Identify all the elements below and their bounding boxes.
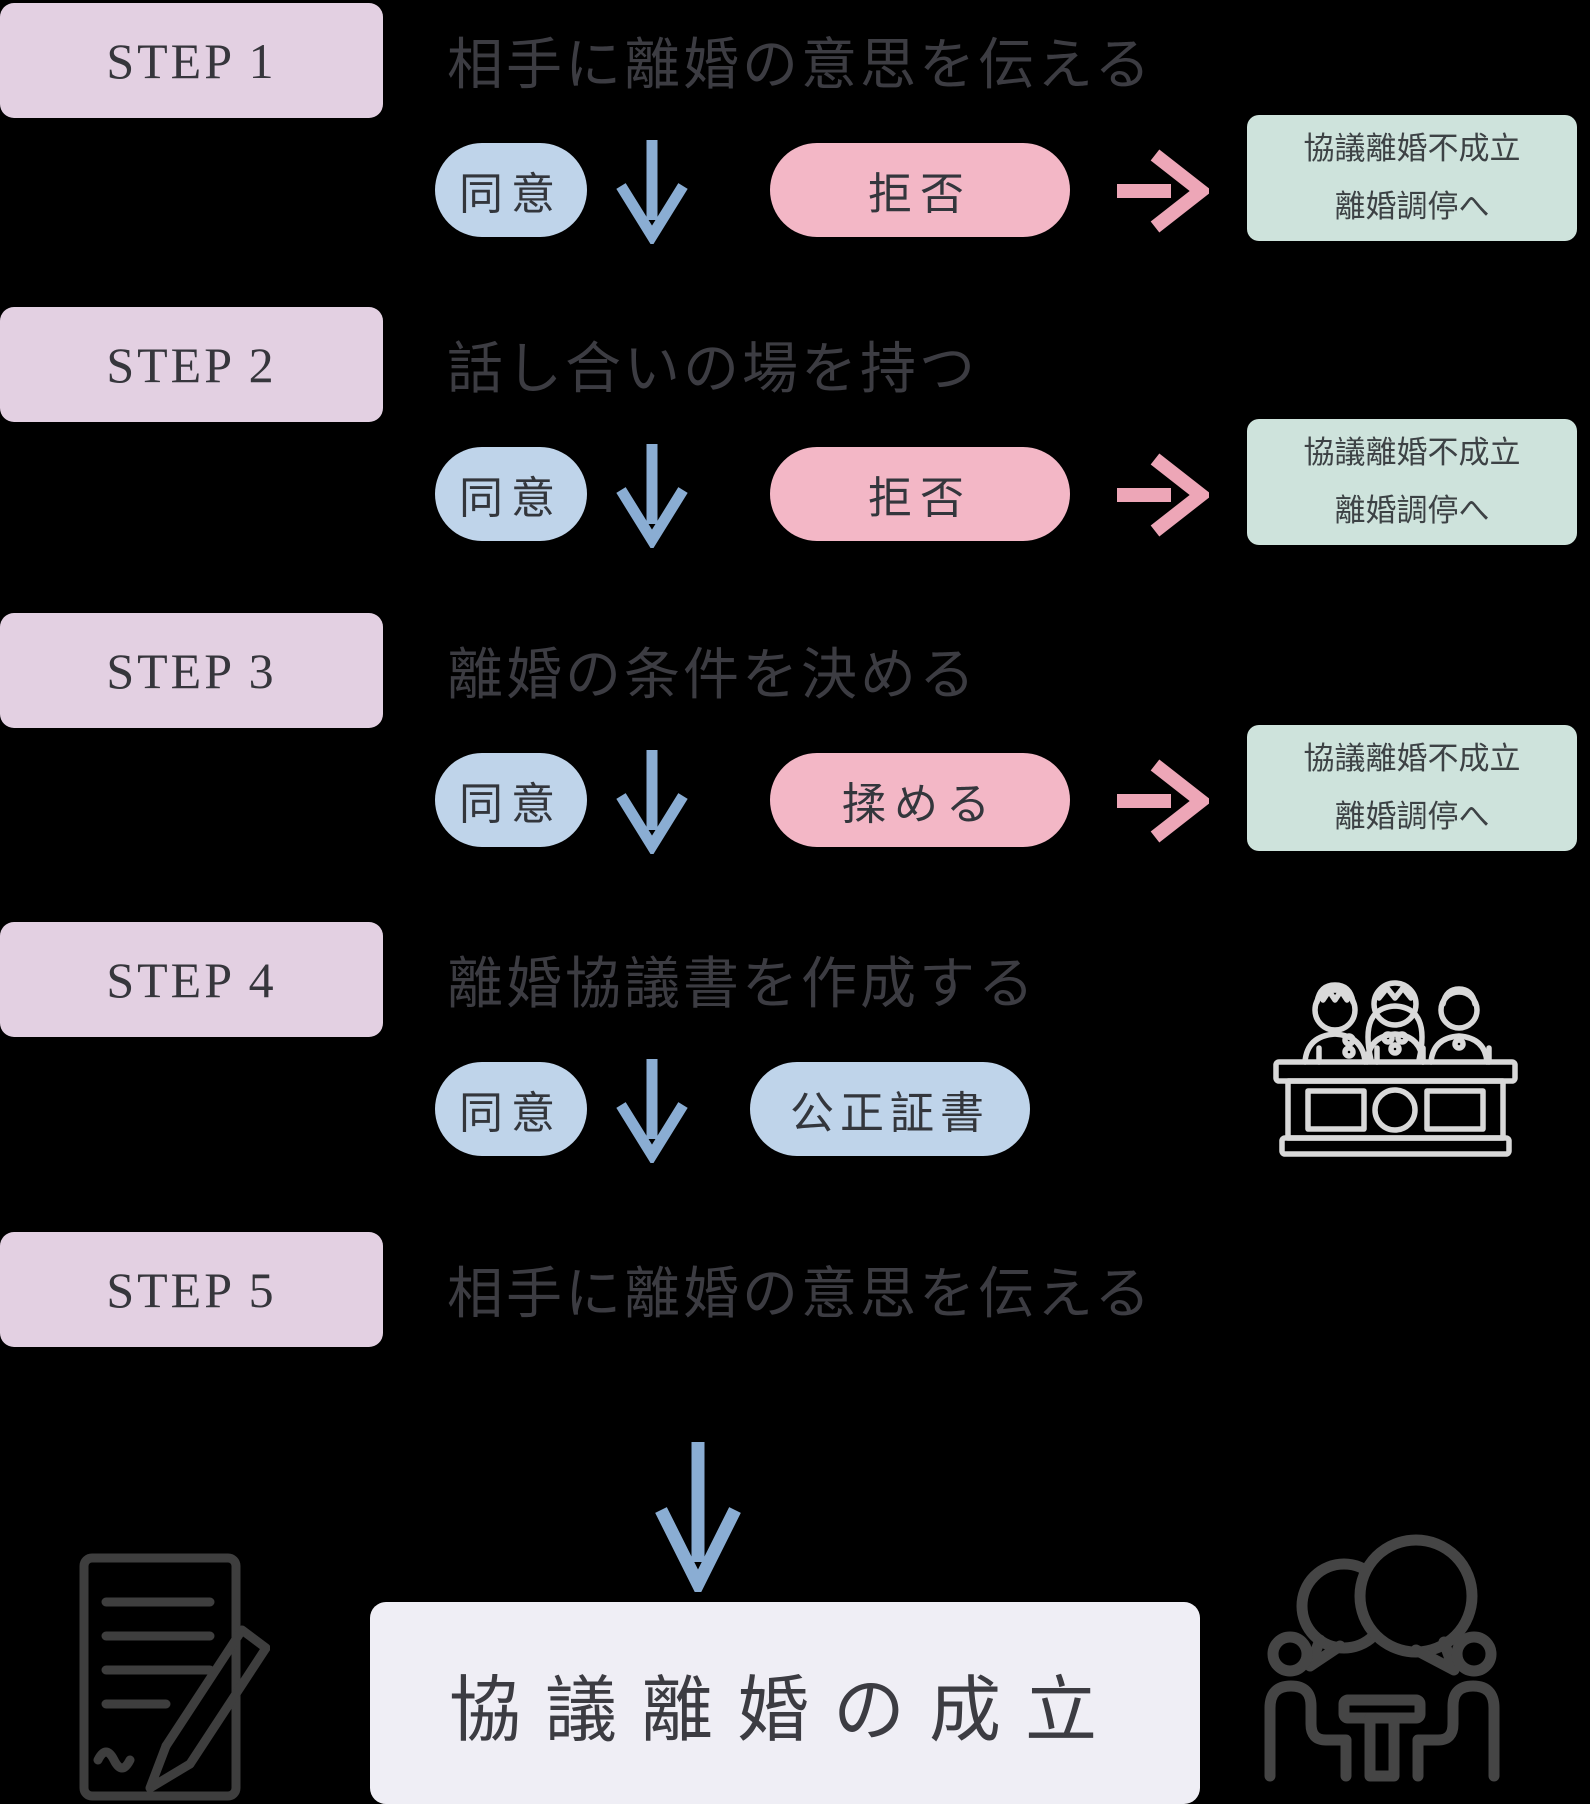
step-1-badge: STEP 1 [0, 3, 383, 118]
right-arrow-icon [1117, 453, 1209, 537]
step-2-badge: STEP 2 [0, 307, 383, 422]
step-1-agree-pill: 同意 [435, 143, 587, 237]
fail-box-line2: 離婚調停へ [1334, 189, 1490, 224]
down-arrow-icon [655, 1442, 741, 1592]
fail-box-line2: 離婚調停へ [1334, 493, 1490, 528]
step-3-badge: STEP 3 [0, 613, 383, 728]
final-result-box: 協議離婚の成立 [370, 1602, 1200, 1804]
down-arrow-icon [616, 1059, 688, 1163]
people-meeting-icon [1264, 1534, 1500, 1782]
step-4-agree-pill: 同意 [435, 1062, 587, 1156]
step-2-refuse-pill: 拒否 [770, 447, 1070, 541]
step-3-title: 離婚の条件を決める [447, 645, 978, 707]
step-1-refuse-pill: 拒否 [770, 143, 1070, 237]
step-2-title: 話し合いの場を持つ [447, 339, 978, 401]
fail-box-line2: 離婚調停へ [1334, 799, 1490, 834]
down-arrow-icon [616, 444, 688, 548]
step-2-fail-box: 協議離婚不成立 離婚調停へ [1247, 419, 1577, 545]
document-pen-icon [79, 1553, 270, 1801]
judges-bench-icon [1273, 980, 1518, 1157]
step-3-fail-box: 協議離婚不成立 離婚調停へ [1247, 725, 1577, 851]
fail-box-line1: 協議離婚不成立 [1303, 741, 1521, 776]
right-arrow-icon [1117, 759, 1209, 843]
step-1-title: 相手に離婚の意思を伝える [447, 35, 1154, 97]
fail-box-line1: 協議離婚不成立 [1303, 435, 1521, 470]
step-4-notary-pill: 公正証書 [750, 1062, 1030, 1156]
step-5-title: 相手に離婚の意思を伝える [447, 1264, 1154, 1326]
step-1-fail-box: 協議離婚不成立 離婚調停へ [1247, 115, 1577, 241]
step-2-agree-pill: 同意 [435, 447, 587, 541]
right-arrow-icon [1117, 149, 1209, 233]
step-5-badge: STEP 5 [0, 1232, 383, 1347]
step-4-badge: STEP 4 [0, 922, 383, 1037]
step-3-dispute-pill: 揉める [770, 753, 1070, 847]
down-arrow-icon [616, 750, 688, 854]
down-arrow-icon [616, 140, 688, 244]
step-4-title: 離婚協議書を作成する [447, 954, 1037, 1016]
fail-box-line1: 協議離婚不成立 [1303, 131, 1521, 166]
step-3-agree-pill: 同意 [435, 753, 587, 847]
